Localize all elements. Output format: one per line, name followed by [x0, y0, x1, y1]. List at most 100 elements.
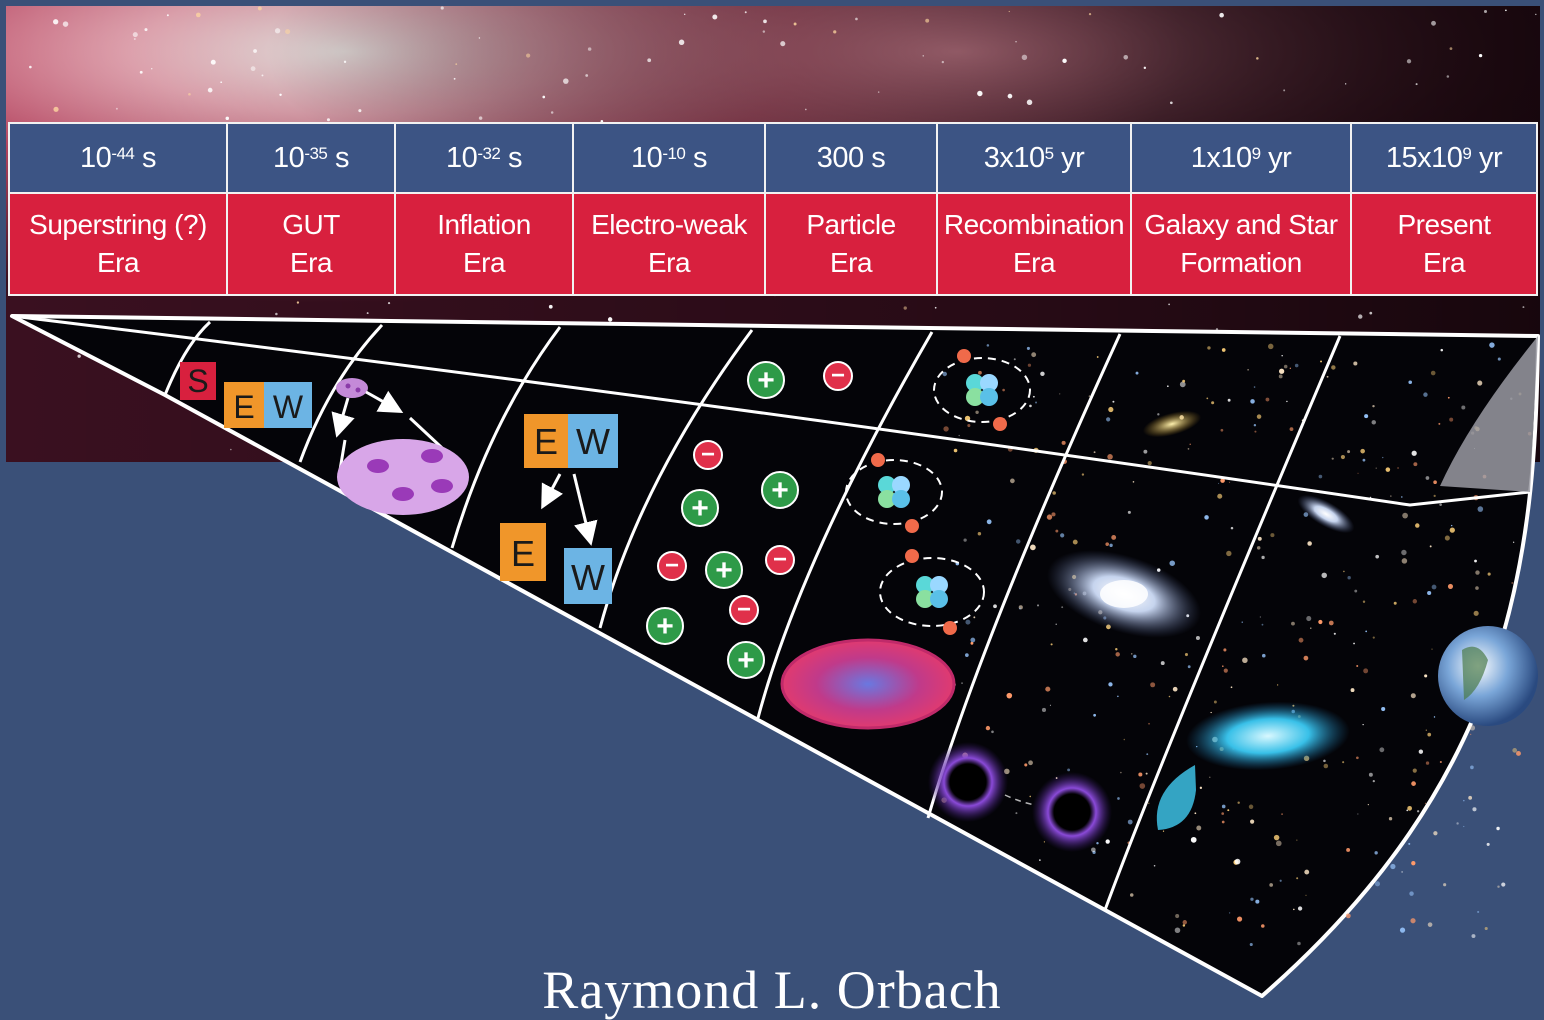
galaxy-dot — [1474, 559, 1477, 563]
galaxy-dot — [1249, 942, 1253, 947]
galaxy-dot — [1401, 558, 1408, 564]
galaxy-dot — [1306, 616, 1312, 622]
era-divider — [756, 331, 934, 719]
star — [1021, 54, 1028, 61]
galaxy-dot — [1310, 627, 1312, 629]
galaxy-dot — [1397, 467, 1399, 469]
negative-charge-icon: − — [657, 551, 687, 581]
galaxy-dot — [1427, 732, 1432, 737]
force-box-e — [224, 382, 264, 428]
galaxy-dot — [1318, 474, 1323, 479]
force-label-e: E — [233, 389, 254, 425]
star — [712, 14, 718, 20]
galaxy-dot — [1326, 375, 1329, 378]
star — [793, 22, 797, 26]
star — [115, 107, 118, 110]
galaxy-dot — [1293, 908, 1295, 911]
galaxy-dot — [943, 426, 949, 432]
galaxy-dot — [1294, 363, 1299, 368]
galaxy-dot — [1247, 369, 1249, 371]
black-hole — [1032, 772, 1112, 852]
positive-charge-icon: + — [646, 607, 684, 645]
nucleon — [916, 590, 934, 608]
galaxy-dot — [1190, 836, 1197, 843]
galaxy-dot — [986, 519, 992, 525]
galaxy-dot — [1106, 417, 1111, 422]
galaxy-dot — [1291, 621, 1295, 626]
galaxy-dot — [1431, 584, 1437, 590]
nucleon — [878, 476, 896, 494]
galaxy-dot — [1093, 713, 1097, 717]
galaxy-dot — [1109, 543, 1113, 547]
star — [77, 354, 81, 358]
blue-galaxy — [1186, 701, 1350, 771]
galaxy-dot — [1497, 885, 1500, 888]
galaxy-dot — [1402, 512, 1408, 519]
galaxy-dot — [1368, 772, 1373, 777]
galaxy-dot — [1286, 400, 1288, 403]
star — [195, 12, 201, 18]
galaxy-dot — [1323, 759, 1326, 763]
star — [925, 18, 930, 23]
charge-sign: − — [737, 596, 751, 623]
galaxy-dot — [1385, 467, 1391, 472]
galaxy-dot — [1217, 493, 1223, 499]
time-cell: 10-32 s — [396, 122, 572, 194]
electron — [871, 453, 885, 467]
particle-charges: +−−++−+−−++ — [646, 361, 853, 679]
star — [478, 37, 481, 39]
charge-sign: − — [701, 441, 715, 468]
galaxy-dot — [1320, 360, 1322, 363]
galaxy-dot — [1168, 695, 1171, 698]
galaxy-dot — [1131, 653, 1133, 655]
galaxy-dot — [1253, 386, 1256, 388]
star — [903, 306, 907, 310]
galaxy-dot — [1318, 619, 1323, 625]
star — [285, 29, 291, 35]
galaxy-dot — [965, 619, 971, 625]
galaxy-dot — [1364, 414, 1369, 419]
star — [542, 95, 546, 99]
star — [225, 116, 230, 121]
star — [387, 301, 391, 305]
inflation-bubble-group — [331, 378, 469, 515]
star — [366, 312, 369, 315]
galaxy-dot — [1096, 356, 1099, 358]
galaxy-dot — [1105, 542, 1110, 546]
galaxy-dot — [1461, 405, 1466, 410]
present-edge-glow — [1440, 336, 1538, 492]
galaxy-dot — [1045, 686, 1051, 692]
edge-galaxy — [1297, 494, 1355, 534]
negative-charge-icon: − — [729, 595, 759, 625]
galaxy-dot — [1242, 657, 1248, 664]
galaxy-dot — [1440, 348, 1444, 352]
galaxy-dot — [1129, 893, 1134, 897]
star — [257, 6, 262, 11]
galaxy-dot — [1046, 514, 1053, 520]
galaxy-dot — [1265, 397, 1270, 402]
galaxy-dot — [1222, 665, 1224, 667]
star — [132, 32, 138, 38]
galaxy-dot — [1091, 847, 1096, 853]
nucleon — [966, 374, 984, 392]
star — [804, 108, 807, 111]
star — [922, 55, 924, 57]
positive-charge-icon: + — [681, 489, 719, 527]
star — [678, 39, 685, 45]
galaxy-dot — [1117, 695, 1119, 698]
star — [1168, 303, 1171, 306]
split-arrow — [572, 473, 598, 546]
galaxy-dot — [1133, 654, 1137, 659]
galaxy-dot — [1256, 546, 1261, 550]
galaxy-dot — [1182, 379, 1186, 383]
star — [1522, 306, 1525, 309]
galaxy-dot — [1019, 607, 1021, 610]
galaxy-dot — [986, 344, 990, 347]
galaxy-dot — [1050, 643, 1053, 646]
positive-charge-icon: + — [727, 641, 765, 679]
galaxy-dot — [1162, 830, 1165, 832]
galaxy-dot — [1513, 541, 1515, 543]
